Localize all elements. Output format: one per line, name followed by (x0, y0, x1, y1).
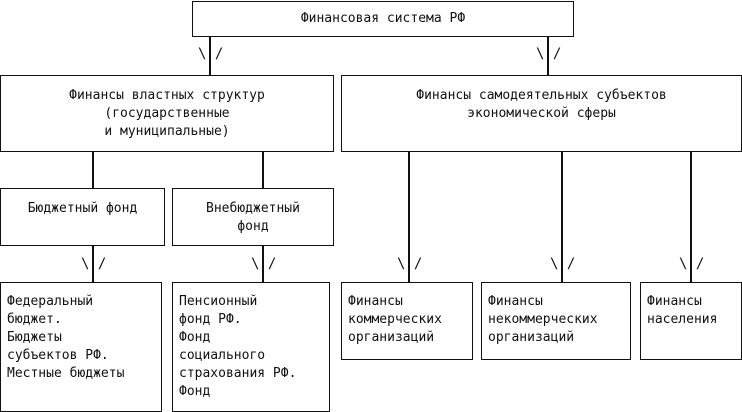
self-finance-node: Финансы самодеятельных субъектов экономи… (341, 75, 742, 152)
root-node: Финансовая система РФ (192, 1, 574, 37)
gov-finance-node: Финансы властных структур (государственн… (0, 75, 334, 152)
connector-mark-root-gov: \ / (198, 46, 224, 62)
root-node-label: Финансовая система РФ (300, 11, 466, 26)
connector-self-population (690, 151, 692, 283)
connector-mark-noncommercial: \ / (550, 256, 576, 272)
self-finance-label: Финансы самодеятельных субъектов экономи… (416, 88, 667, 121)
noncommercial-orgs-label: Финансы некоммерческих организаций (488, 294, 598, 345)
offbudget-fund-label: Внебюджетный фонд (206, 201, 300, 234)
budgets-list-node: Федеральный бюджет. Бюджеты субъектов РФ… (0, 282, 162, 412)
noncommercial-orgs-node: Финансы некоммерческих организаций (481, 282, 631, 360)
funds-list-node: Пенсионный фонд РФ. Фонд социального стр… (172, 282, 330, 412)
connector-root-gov (209, 36, 211, 76)
population-label: Финансы населения (647, 294, 718, 327)
connector-self-noncommercial (561, 151, 563, 283)
budget-fund-node: Бюджетный фонд (0, 188, 165, 246)
population-node: Финансы населения (640, 282, 742, 360)
funds-list-label: Пенсионный фонд РФ. Фонд социального стр… (179, 294, 297, 399)
connector-mark-root-self: \ / (536, 46, 562, 62)
connector-mark-population: \ / (679, 256, 705, 272)
connector-self-commercial (408, 151, 410, 283)
connector-gov-offbudget (262, 151, 264, 189)
budget-fund-label: Бюджетный фонд (27, 201, 138, 216)
connector-gov-budget (92, 151, 94, 189)
connector-root-self (547, 36, 549, 76)
connector-mark-budget: \ / (81, 256, 107, 272)
gov-finance-label: Финансы властных структур (государственн… (69, 88, 265, 139)
connector-budget-list (92, 245, 94, 283)
commercial-orgs-label: Финансы коммерческих организаций (348, 294, 442, 345)
connector-mark-commercial: \ / (397, 256, 423, 272)
commercial-orgs-node: Финансы коммерческих организаций (341, 282, 473, 360)
budgets-list-label: Федеральный бюджет. Бюджеты субъектов РФ… (7, 294, 125, 381)
connector-offbudget-list (262, 245, 264, 283)
offbudget-fund-node: Внебюджетный фонд (172, 188, 334, 246)
connector-mark-offbudget: \ / (251, 256, 277, 272)
